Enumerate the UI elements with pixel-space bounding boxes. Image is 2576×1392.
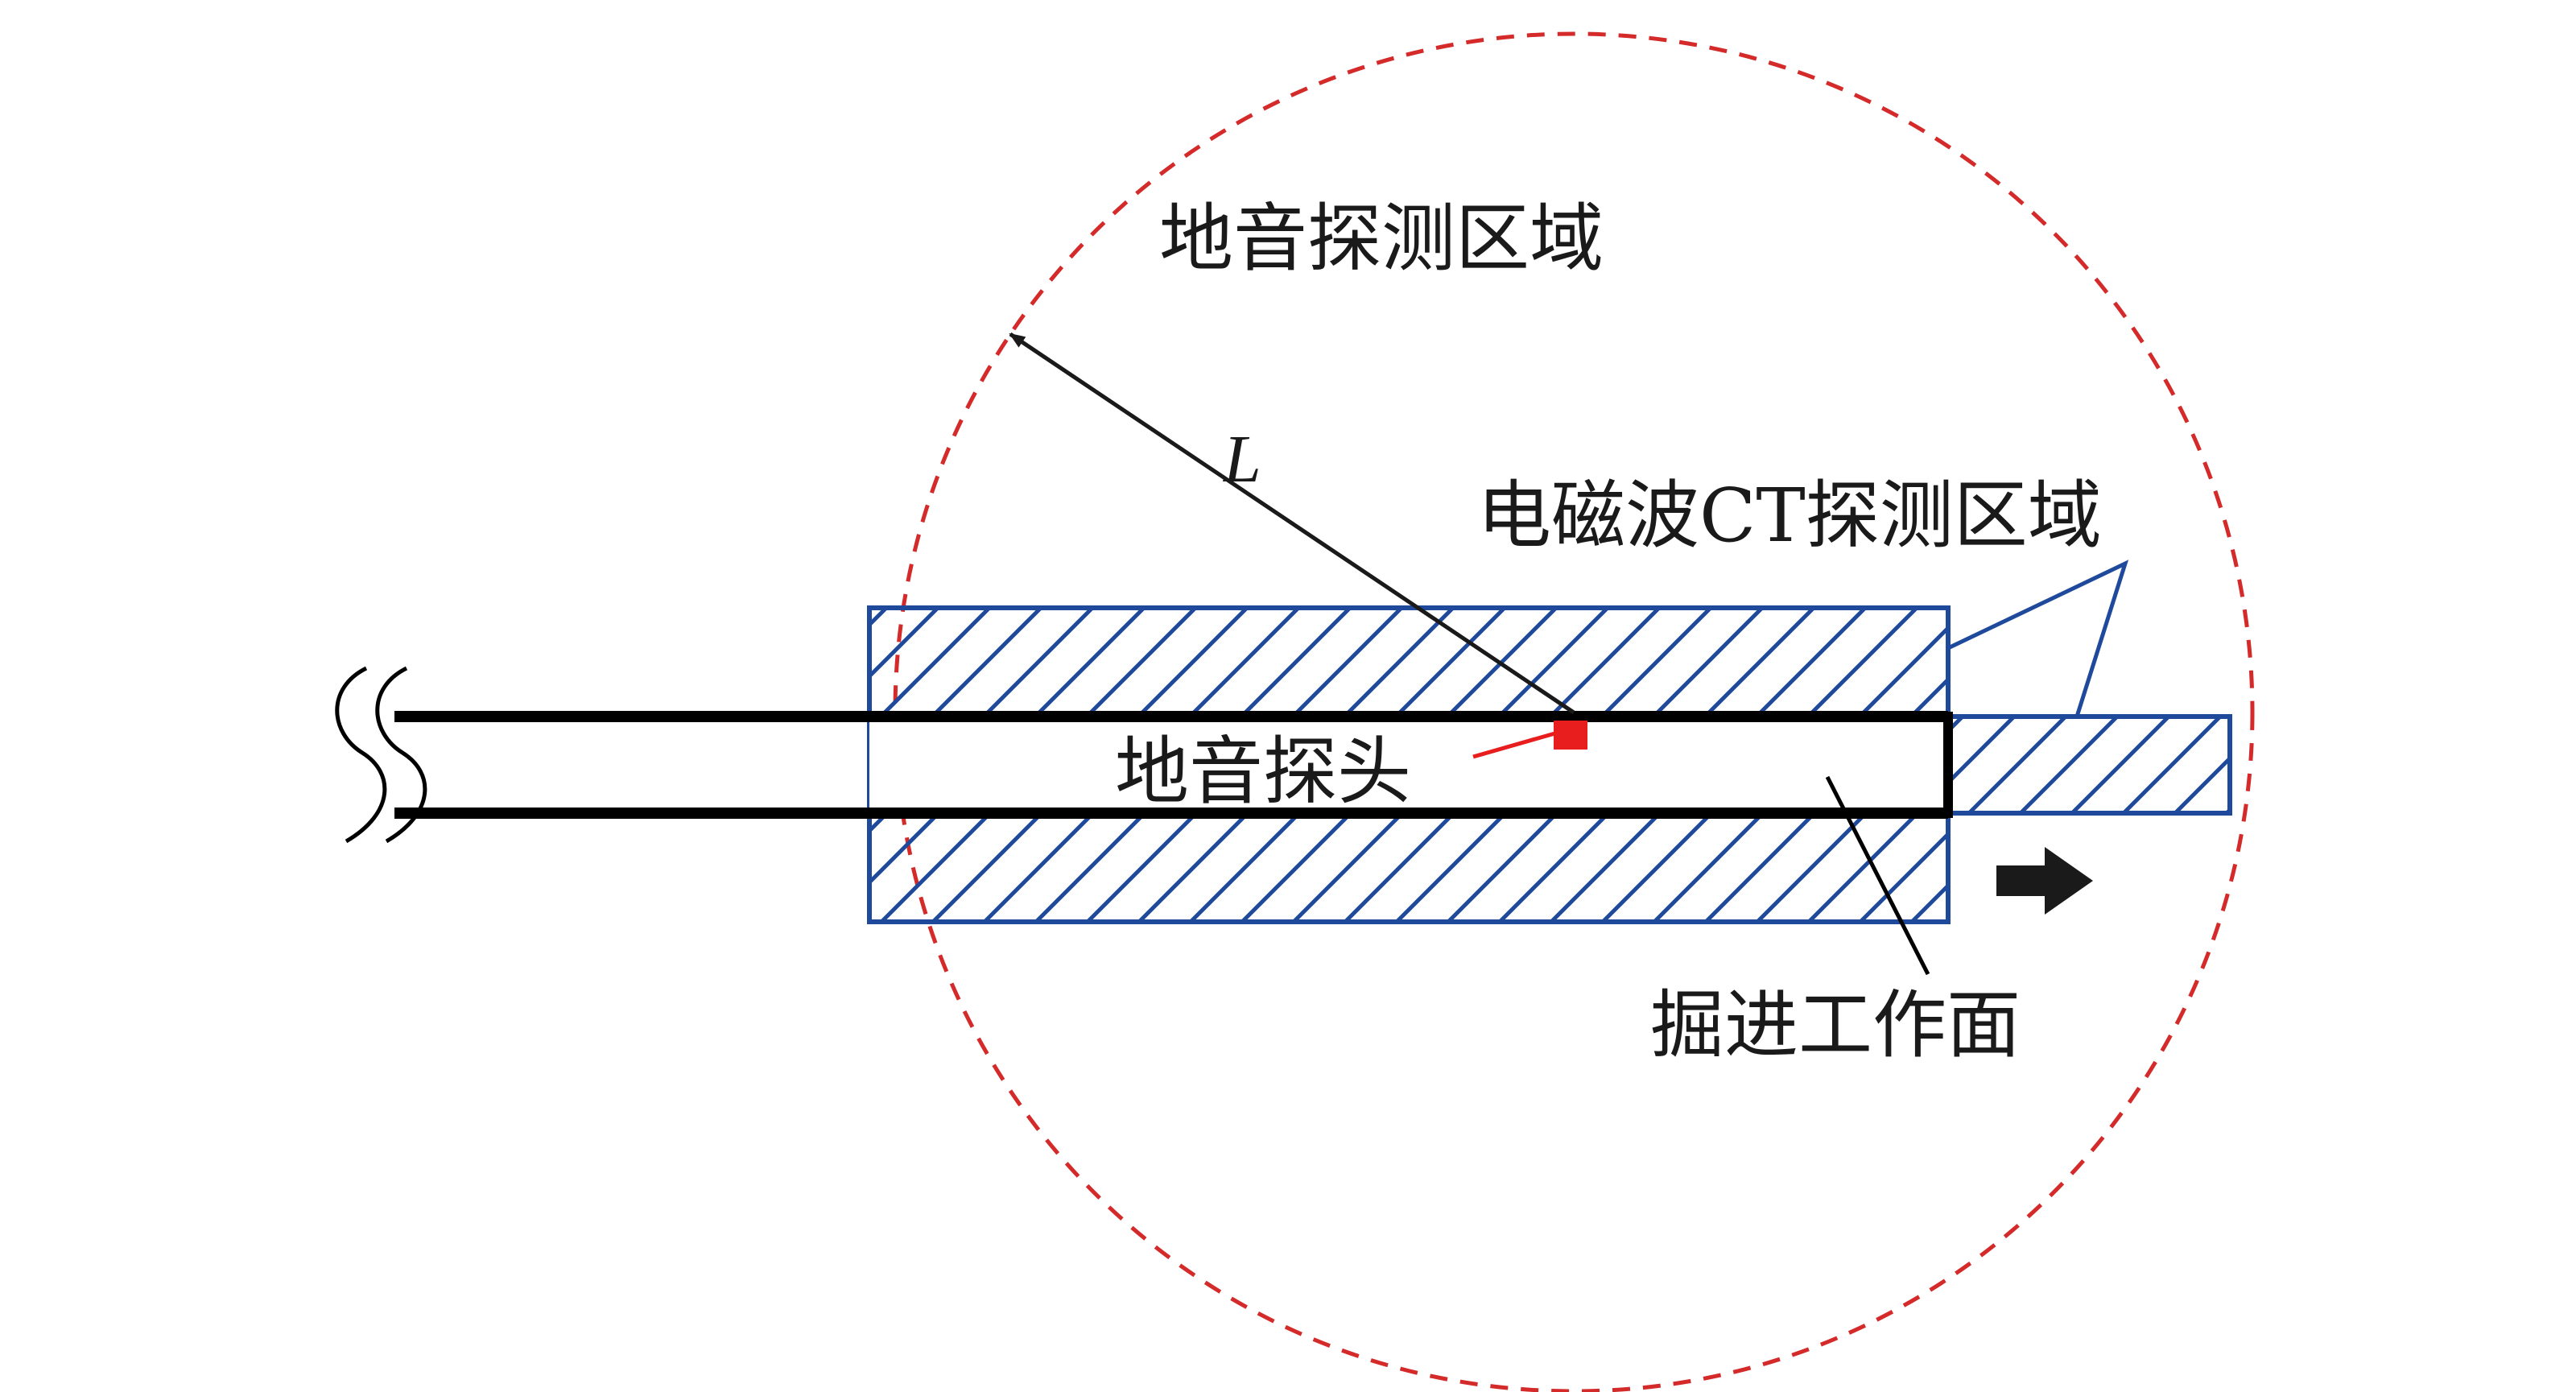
- radius-arrow: [1009, 332, 1575, 715]
- seismic-zone-label: 地音探测区域: [1159, 196, 1604, 282]
- em-ct-zone-extension: [1946, 714, 2232, 816]
- break-symbol-icon: [335, 666, 387, 844]
- em-ct-zone-label: 电磁波CT探测区域: [1477, 473, 2102, 559]
- advance-direction-arrow-icon: [1996, 847, 2093, 915]
- probe-leader-line: [1472, 730, 1558, 759]
- radius-label: L: [1223, 422, 1261, 497]
- em-ct-leader-lines: [1946, 560, 2129, 717]
- seismic-probe-marker: [1554, 721, 1587, 750]
- probe-label: 地音探头: [1115, 729, 1411, 815]
- break-symbol-icon-2: [375, 666, 427, 844]
- heading-face-label: 掘进工作面: [1650, 982, 2021, 1068]
- face-leader-line: [1825, 775, 1930, 976]
- tunnel-interior: [869, 717, 1948, 813]
- seismic-detection-circle: [893, 31, 2255, 1392]
